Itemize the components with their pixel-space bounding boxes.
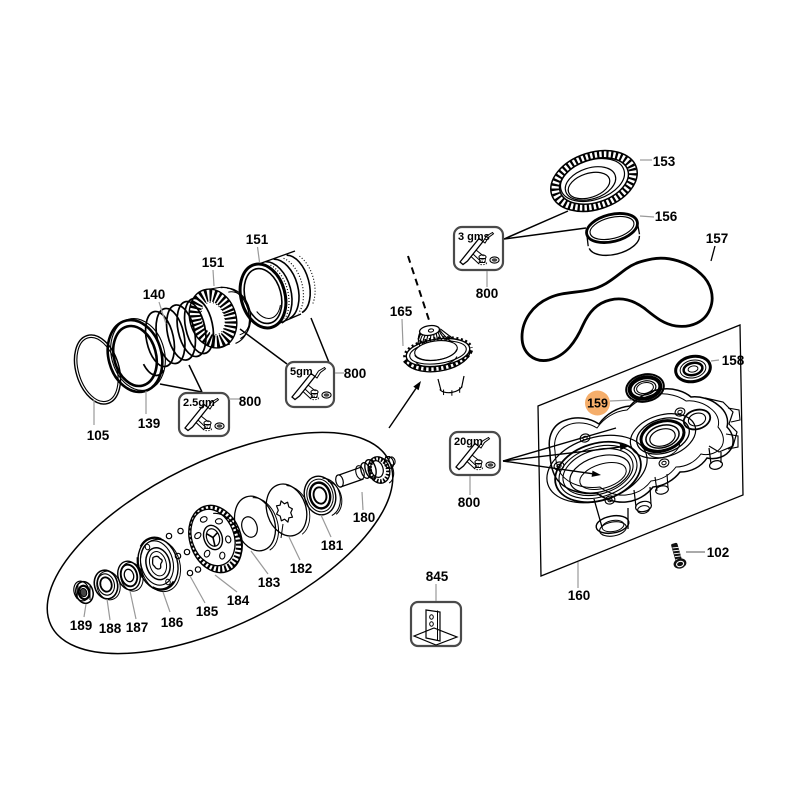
svg-text:165: 165 <box>390 304 413 319</box>
svg-text:184: 184 <box>227 593 250 608</box>
svg-text:151: 151 <box>202 255 225 270</box>
svg-text:5gm: 5gm <box>290 366 313 378</box>
svg-text:151: 151 <box>246 232 269 247</box>
svg-text:158: 158 <box>722 353 745 368</box>
svg-text:153: 153 <box>653 154 676 169</box>
svg-text:186: 186 <box>161 615 184 630</box>
svg-text:800: 800 <box>458 495 481 510</box>
svg-text:157: 157 <box>706 231 729 246</box>
svg-text:160: 160 <box>568 588 591 603</box>
svg-text:187: 187 <box>126 620 149 635</box>
svg-text:800: 800 <box>239 394 262 409</box>
svg-text:3 gms: 3 gms <box>458 231 490 243</box>
svg-text:180: 180 <box>353 510 376 525</box>
svg-text:181: 181 <box>321 538 344 553</box>
svg-text:140: 140 <box>143 287 166 302</box>
svg-text:2.5gm: 2.5gm <box>183 397 215 409</box>
svg-text:102: 102 <box>707 545 730 560</box>
svg-text:845: 845 <box>426 569 449 584</box>
svg-text:800: 800 <box>344 366 367 381</box>
svg-text:182: 182 <box>290 561 313 576</box>
svg-text:139: 139 <box>138 416 161 431</box>
svg-text:156: 156 <box>655 209 678 224</box>
svg-text:20gm: 20gm <box>454 436 483 448</box>
svg-text:159: 159 <box>587 397 608 411</box>
svg-text:188: 188 <box>99 621 122 636</box>
svg-text:800: 800 <box>476 286 499 301</box>
svg-text:185: 185 <box>196 604 219 619</box>
svg-text:105: 105 <box>87 428 110 443</box>
svg-text:189: 189 <box>70 618 93 633</box>
svg-text:183: 183 <box>258 575 281 590</box>
